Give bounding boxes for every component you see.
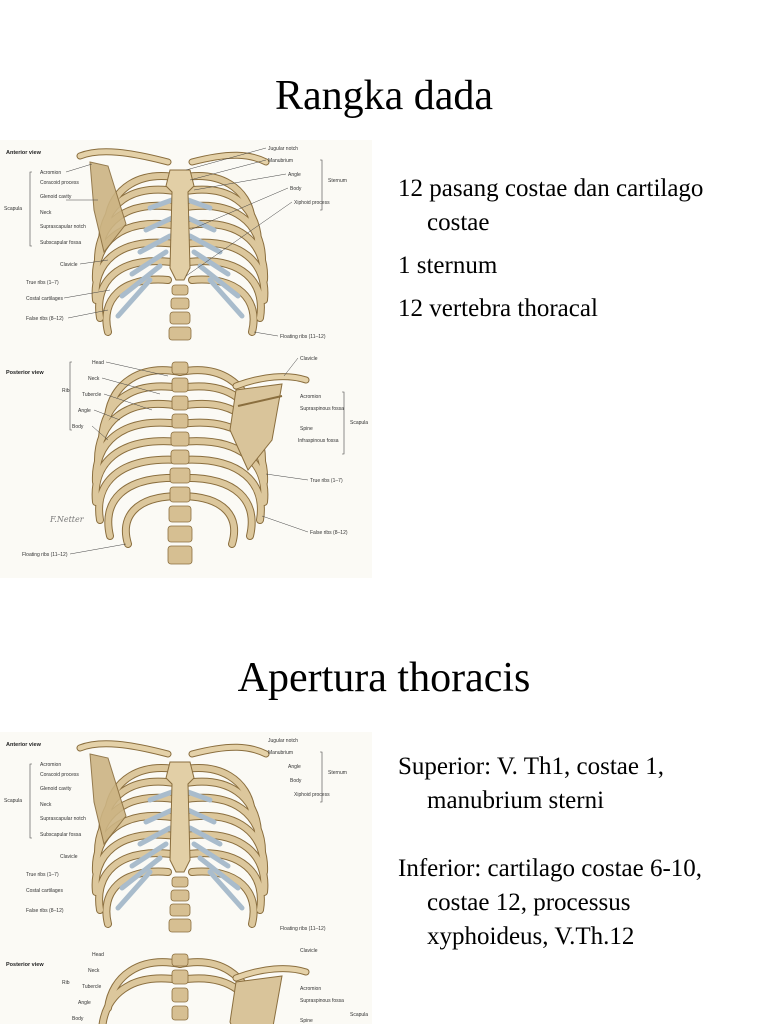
slide-apertura-thoracis: Apertura thoracis	[0, 592, 768, 1024]
svg-text:Head: Head	[92, 360, 104, 366]
svg-text:Clavicle: Clavicle	[300, 356, 318, 362]
anterior-right-labels: Jugular notch Manubrium Angle Body Xipho…	[268, 146, 330, 206]
rib-label: Rib	[62, 388, 70, 394]
floating-ribs-bottom-label: Floating ribs (11–12)	[22, 552, 68, 558]
svg-text:Tubercle: Tubercle	[82, 984, 101, 990]
slide-title: Apertura thoracis	[237, 655, 531, 701]
svg-text:Acromion: Acromion	[40, 170, 61, 176]
true-ribs-label: True ribs (1–7)	[310, 478, 343, 484]
svg-text:Manubrium: Manubrium	[268, 750, 293, 756]
bullet-item: 1 sternum	[398, 252, 498, 279]
posterior-right-labels: Clavicle Acromion Supraspinous fossa Spi…	[300, 948, 344, 1024]
posterior-right-labels: Clavicle Acromion Supraspinous fossa Spi…	[298, 356, 344, 444]
svg-text:Supraspinous fossa: Supraspinous fossa	[300, 998, 344, 1004]
svg-text:Neck: Neck	[88, 968, 100, 974]
scapula-label: Scapula	[4, 206, 22, 212]
thorax-skeleton-figure: Anterior view Acromion Coracoid process …	[0, 732, 372, 1024]
svg-text:Body: Body	[72, 424, 84, 430]
posterior-view-label: Posterior view	[6, 370, 44, 376]
svg-text:Angle: Angle	[78, 408, 91, 414]
anterior-view-illustration	[76, 740, 270, 933]
anterior-view-illustration	[76, 148, 270, 341]
bullet-item: Inferior: cartilago costae 6-10, costae …	[398, 855, 703, 950]
posterior-view-label: Posterior view	[6, 962, 44, 968]
thorax-illustration: Anterior view Acromion Coracoid process …	[4, 146, 368, 565]
bullet-item: Superior: V. Th1, costae 1, manubrium st…	[398, 753, 664, 814]
svg-text:Subscapular fossa: Subscapular fossa	[40, 240, 81, 246]
svg-text:Glenoid cavity: Glenoid cavity	[40, 786, 72, 792]
svg-text:Manubrium: Manubrium	[268, 158, 293, 164]
svg-text:Glenoid cavity: Glenoid cavity	[40, 194, 72, 200]
anterior-right-labels: Jugular notch Manubrium Angle Body Xipho…	[268, 738, 330, 798]
svg-text:Coracoid process: Coracoid process	[40, 772, 79, 778]
svg-text:Clavicle: Clavicle	[60, 854, 78, 860]
svg-text:Clavicle: Clavicle	[60, 262, 78, 268]
svg-text:Angle: Angle	[288, 764, 301, 770]
svg-text:Coracoid process: Coracoid process	[40, 180, 79, 186]
svg-text:Body: Body	[72, 1016, 84, 1022]
svg-text:False ribs (8–12): False ribs (8–12)	[26, 908, 64, 914]
svg-text:Subscapular fossa: Subscapular fossa	[40, 832, 81, 838]
slide-rangka-dada: Rangka dada	[0, 73, 758, 578]
scapula-posterior-label: Scapula	[350, 1012, 368, 1018]
slide-title: Rangka dada	[274, 73, 494, 119]
svg-text:Body: Body	[290, 778, 302, 784]
svg-text:Tubercle: Tubercle	[82, 392, 101, 398]
posterior-left-labels: Head Neck Tubercle Angle Body	[72, 952, 104, 1022]
svg-text:True ribs (1–7): True ribs (1–7)	[26, 872, 59, 878]
svg-text:True ribs (1–7): True ribs (1–7)	[26, 280, 59, 286]
svg-text:Xiphoid process: Xiphoid process	[294, 200, 330, 206]
bullet-list: Superior: V. Th1, costae 1, manubrium st…	[398, 750, 758, 988]
svg-text:Xiphoid process: Xiphoid process	[294, 792, 330, 798]
thorax-skeleton-figure: Anterior view Acromion Coracoid process …	[0, 140, 372, 578]
svg-text:Suprascapular notch: Suprascapular notch	[40, 224, 86, 230]
svg-text:Neck: Neck	[40, 802, 52, 808]
svg-text:Infraspinous fossa: Infraspinous fossa	[298, 438, 339, 444]
bullet-item: 12 vertebra thoracal	[398, 295, 598, 322]
anterior-left-labels: Acromion Coracoid process Glenoid cavity…	[26, 170, 86, 322]
svg-text:Neck: Neck	[88, 376, 100, 382]
svg-text:Neck: Neck	[40, 210, 52, 216]
bullet-list: 12 pasang costae dan cartilago costae 1 …	[398, 172, 758, 335]
svg-text:Spine: Spine	[300, 1018, 313, 1024]
svg-text:Angle: Angle	[288, 172, 301, 178]
svg-text:Head: Head	[92, 952, 104, 958]
svg-text:Costal cartilages: Costal cartilages	[26, 296, 63, 302]
sternum-label: Sternum	[328, 178, 347, 184]
svg-text:Supraspinous fossa: Supraspinous fossa	[300, 406, 344, 412]
scapula-posterior-label: Scapula	[350, 420, 368, 426]
anterior-view-label: Anterior view	[6, 742, 42, 748]
false-ribs-label: False ribs (8–12)	[310, 530, 348, 536]
svg-text:Jugular notch: Jugular notch	[268, 738, 298, 744]
sternum-label: Sternum	[328, 770, 347, 776]
artist-signature: F.Netter	[49, 515, 85, 524]
floating-ribs-label: Floating ribs (11–12)	[280, 926, 326, 932]
svg-text:Costal cartilages: Costal cartilages	[26, 888, 63, 894]
svg-text:Acromion: Acromion	[40, 762, 61, 768]
posterior-left-labels: Head Neck Tubercle Angle Body	[72, 360, 104, 430]
anterior-view-label: Anterior view	[6, 150, 42, 156]
svg-text:Suprascapular notch: Suprascapular notch	[40, 816, 86, 822]
svg-text:False ribs (8–12): False ribs (8–12)	[26, 316, 64, 322]
anterior-left-labels: Acromion Coracoid process Glenoid cavity…	[26, 762, 86, 914]
rib-label: Rib	[62, 980, 70, 986]
posterior-view-illustration	[91, 361, 310, 565]
bullet-item: 12 pasang costae dan cartilago costae	[398, 175, 704, 236]
svg-text:Clavicle: Clavicle	[300, 948, 318, 954]
svg-text:Acromion: Acromion	[300, 394, 321, 400]
svg-text:Angle: Angle	[78, 1000, 91, 1006]
thorax-illustration-cropped: Anterior view Acromion Coracoid process …	[4, 738, 368, 1024]
svg-text:Body: Body	[290, 186, 302, 192]
floating-ribs-label: Floating ribs (11–12)	[280, 334, 326, 340]
svg-text:Spine: Spine	[300, 426, 313, 432]
scapula-label: Scapula	[4, 798, 22, 804]
svg-text:Acromion: Acromion	[300, 986, 321, 992]
svg-text:Jugular notch: Jugular notch	[268, 146, 298, 152]
posterior-view-illustration	[98, 953, 310, 1024]
